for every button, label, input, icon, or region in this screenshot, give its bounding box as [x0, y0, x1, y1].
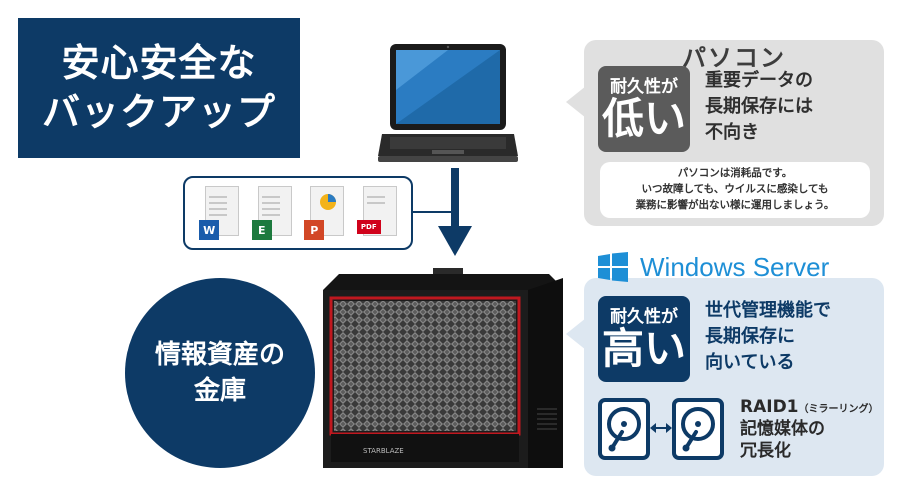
powerpoint-document-icon: P — [304, 186, 345, 240]
ws-desc-line: 世代管理機能で — [705, 300, 831, 321]
windows-logo-icon — [598, 252, 628, 282]
headline-box: 安心安全な バックアップ — [18, 18, 300, 158]
info-asset-circle: 情報資産の 金庫 — [125, 278, 315, 468]
pc-desc-line: 長期保存には — [705, 96, 813, 118]
circle-line2: 金庫 — [193, 376, 246, 406]
pc-panel-title: パソコン — [682, 44, 786, 72]
ws-panel-pointer — [566, 318, 586, 350]
ws-description: 世代管理機能で 長期保存に 向いている — [705, 298, 831, 376]
circle-line1: 情報資産の — [154, 339, 285, 370]
pc-note-line: いつ故障しても、ウイルスに感染しても — [641, 182, 829, 195]
server-icon: STARBLAZE — [323, 268, 563, 468]
down-arrow-icon — [438, 168, 472, 256]
pc-description: 重要データの 長期保存には 不向き — [705, 68, 813, 146]
pc-panel-pointer — [566, 86, 586, 118]
ws-desc-line: 長期保存に — [705, 326, 795, 348]
durability-high-badge: 耐久性が 高い — [598, 296, 690, 382]
hard-disk-icon — [672, 398, 724, 460]
connector-line — [413, 211, 453, 213]
pc-note: パソコンは消耗品です。 いつ故障しても、ウイルスに感染しても 業務に影響が出ない… — [600, 162, 870, 218]
headline-line1: 安心安全な — [61, 40, 257, 85]
pc-desc-line: 重要データの — [705, 70, 813, 91]
durability-low-badge: 耐久性が 低い — [598, 66, 690, 152]
ws-desc-line: 向いている — [705, 352, 795, 374]
raid-description: RAID1（ミラーリング） 記憶媒体の 冗長化 — [740, 396, 879, 462]
pdf-document-icon: PDF — [356, 186, 397, 240]
pc-note-line: 業務に影響が出ない様に運用しましょう。 — [635, 198, 835, 211]
laptop-icon — [378, 44, 518, 162]
pc-note-line: パソコンは消耗品です。 — [677, 167, 793, 179]
durability-value: 低い — [601, 94, 686, 143]
headline-line2: バックアップ — [41, 90, 276, 134]
durability-label: 耐久性が — [610, 307, 678, 327]
durability-value: 高い — [601, 324, 686, 373]
raid-tag: （ミラーリング） — [798, 404, 879, 415]
excel-badge: E — [251, 220, 272, 240]
raid-label: RAID1 — [740, 397, 799, 417]
pc-desc-line: 不向き — [705, 122, 759, 144]
durability-label: 耐久性が — [610, 77, 678, 97]
raid-desc-line: 冗長化 — [740, 441, 791, 462]
mirror-arrow-icon — [650, 423, 672, 433]
document-group: W E P PDF — [183, 176, 413, 250]
word-badge: W — [199, 220, 220, 240]
powerpoint-badge: P — [304, 220, 325, 240]
pie-chart-icon — [320, 194, 337, 210]
word-document-icon: W — [199, 186, 240, 240]
raid-desc-line: 記憶媒体の — [740, 419, 825, 440]
server-brand: STARBLAZE — [363, 447, 404, 455]
windows-server-label: Windows Server — [640, 252, 830, 282]
hard-disk-icon — [598, 398, 650, 460]
excel-document-icon: E — [251, 186, 292, 240]
pdf-badge: PDF — [356, 220, 381, 234]
